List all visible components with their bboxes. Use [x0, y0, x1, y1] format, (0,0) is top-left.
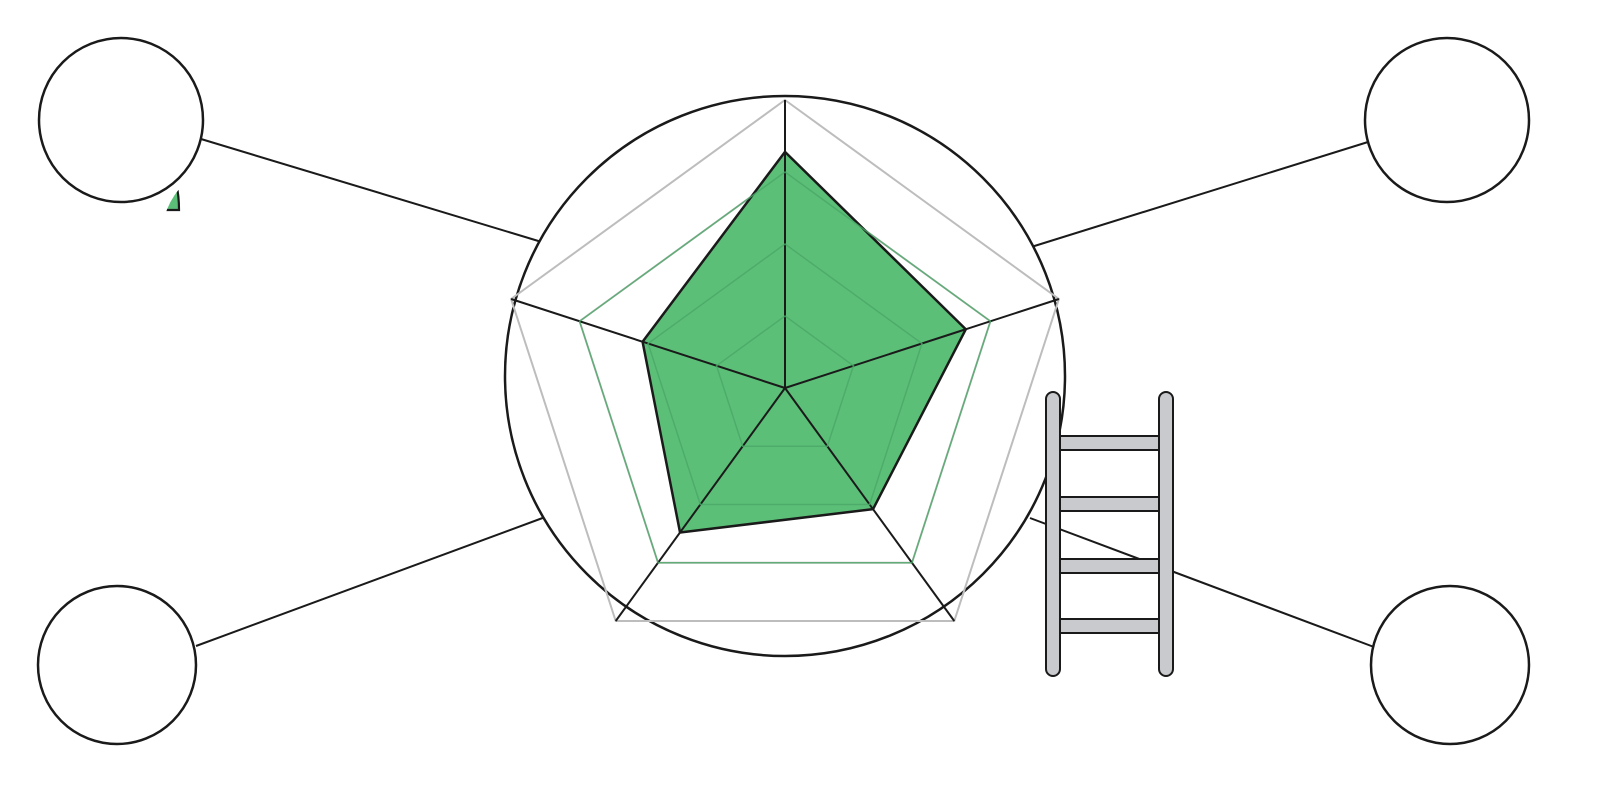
radar-inner-spoke [642, 340, 786, 389]
radar-grid-ring-inner [647, 243, 923, 506]
connector-line [195, 515, 549, 647]
ladder-rung [1059, 558, 1160, 574]
avatar-frame [36, 584, 198, 746]
avatar-top-left [37, 36, 205, 212]
radar-inner-spoke [679, 387, 786, 534]
radar-grid-ring [509, 98, 1061, 622]
avatar-frame [1369, 584, 1531, 746]
ladder-rail-right [1158, 391, 1174, 677]
avatar-top-right [1363, 36, 1531, 204]
radar-data-area [641, 150, 968, 534]
avatar-frame [37, 36, 205, 204]
connector-line [200, 138, 546, 244]
connector-line [1027, 141, 1369, 249]
radar-chart [503, 94, 1067, 658]
radar-grid-ring-inner [578, 171, 992, 564]
radar-inner-spoke [784, 387, 874, 510]
radar-inner-spoke [784, 328, 967, 389]
connector-line [1029, 517, 1375, 648]
ladder-rail-left [1045, 391, 1061, 677]
ladder-rung [1059, 496, 1160, 512]
avatar-bottom-right [1369, 584, 1531, 746]
radar-grid-ring-inner [715, 315, 855, 447]
avatar-frame [1363, 36, 1531, 204]
avatar-bottom-left [36, 584, 198, 746]
ladder-rung [1059, 618, 1160, 634]
ladder-icon [1045, 391, 1174, 677]
connector-lines [195, 138, 1375, 648]
ladder-rung [1059, 435, 1160, 451]
avatar-group [36, 36, 1531, 746]
